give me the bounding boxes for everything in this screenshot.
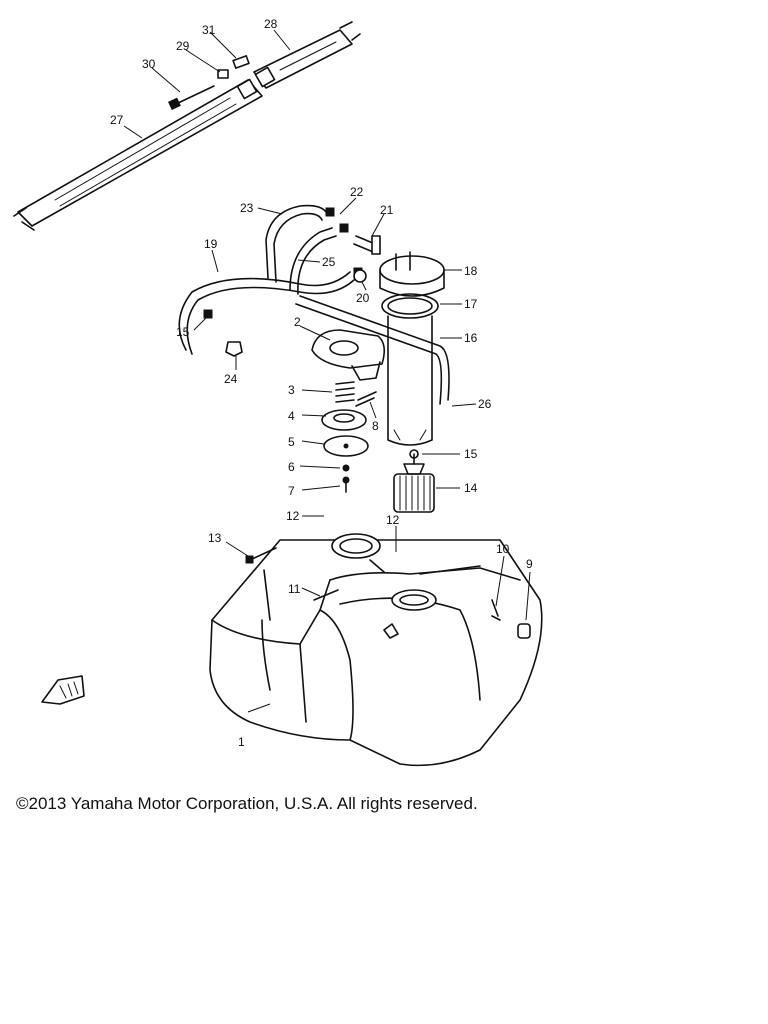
callout-3: 3	[288, 383, 295, 397]
fuel-hoses	[178, 204, 450, 405]
copyright-notice: ©2013 Yamaha Motor Corporation, U.S.A. A…	[16, 794, 478, 813]
tank-strap	[13, 21, 361, 231]
callout-4: 4	[288, 409, 295, 423]
callout-1: 1	[238, 735, 245, 749]
callout-15b: 15	[464, 447, 478, 461]
callout-30: 30	[142, 57, 156, 71]
small-fitting	[225, 341, 243, 357]
callout-19: 19	[204, 237, 218, 251]
cap-gasket-plate	[321, 409, 367, 431]
cap-washer	[342, 464, 350, 472]
callout-17: 17	[464, 297, 478, 311]
fuel-tank	[209, 533, 543, 767]
strap-nut	[217, 69, 229, 79]
callout-24: 24	[224, 372, 238, 386]
hose-connector	[353, 235, 381, 255]
callout-2: 2	[294, 315, 301, 329]
callout-9: 9	[526, 557, 533, 571]
callout-8: 8	[372, 419, 379, 433]
direction-marker	[41, 675, 85, 705]
callout-14: 14	[464, 481, 478, 495]
callout-21: 21	[380, 203, 394, 217]
callout-11: 11	[288, 582, 301, 596]
fuel-gauge	[379, 251, 445, 446]
callout-29: 29	[176, 39, 190, 53]
fuel-filter	[393, 449, 435, 513]
cap-pin	[355, 391, 377, 407]
callout-leaders	[123, 29, 531, 713]
callout-25: 25	[322, 255, 336, 269]
cap-spring	[335, 381, 355, 403]
callout-12a: 12	[286, 509, 300, 523]
callout-31: 31	[202, 23, 216, 37]
callout-26: 26	[478, 397, 492, 411]
callout-12b: 12	[386, 513, 400, 527]
callout-15a: 15	[176, 325, 190, 339]
strap-bolt	[168, 85, 215, 110]
cap-rivet	[342, 476, 350, 493]
callout-10: 10	[496, 542, 510, 556]
callout-13: 13	[208, 531, 222, 545]
callout-16: 16	[464, 331, 478, 345]
callout-27: 27	[110, 113, 124, 127]
callout-28: 28	[264, 17, 278, 31]
callout-labels: 1 2 3 4 5 6 7 8 9 10 11 12 12 13 14 15 1…	[110, 17, 533, 749]
tank-bolt	[245, 547, 277, 564]
filler-cap	[311, 329, 386, 381]
cap-gasket	[323, 435, 369, 457]
callout-22: 22	[350, 185, 364, 199]
callout-23: 23	[240, 201, 254, 215]
strap-spacer	[232, 55, 250, 69]
callout-6: 6	[288, 460, 295, 474]
callout-5: 5	[288, 435, 295, 449]
callout-18: 18	[464, 264, 478, 278]
callout-7: 7	[288, 484, 295, 498]
gauge-fitting	[353, 269, 367, 283]
callout-20: 20	[356, 291, 370, 305]
